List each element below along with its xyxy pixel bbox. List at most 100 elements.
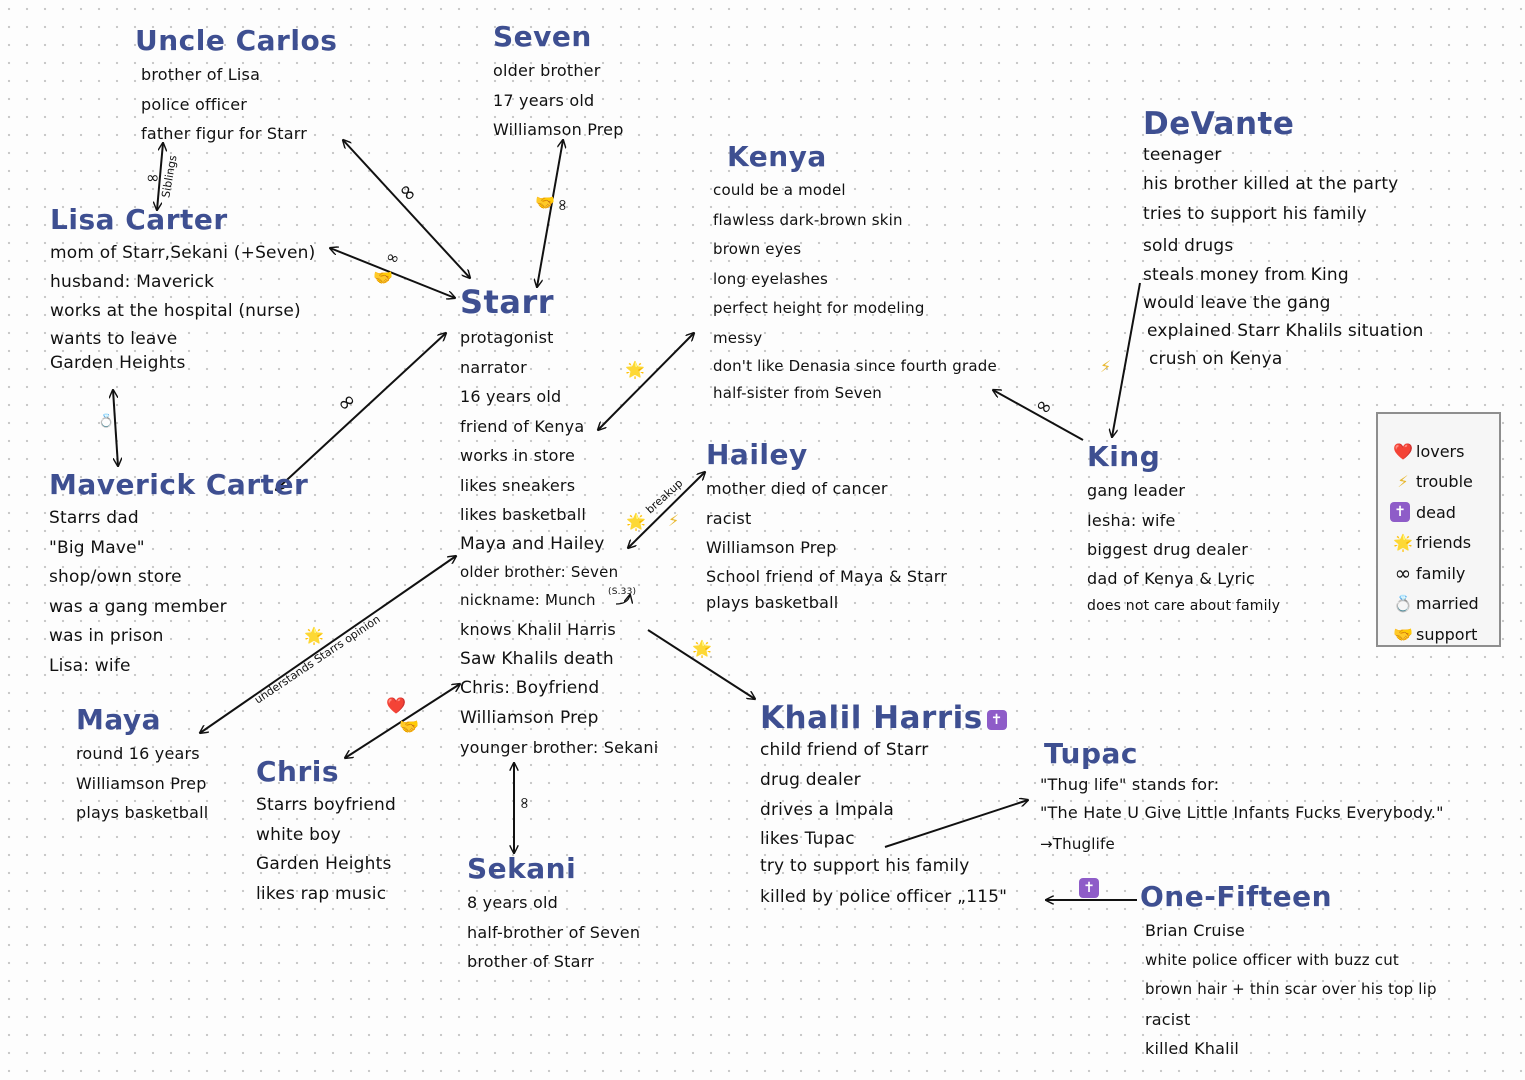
edge-carlos-starr — [343, 140, 470, 278]
node-line: older brother: Seven — [460, 563, 619, 581]
lovers-icon: ❤️ — [386, 696, 406, 715]
node-line: knows Khalil Harris — [460, 620, 616, 639]
dead-icon: ✝ — [1390, 502, 1410, 523]
node-line: Lisa: wife — [49, 655, 131, 676]
node-line: crush on Kenya — [1149, 349, 1283, 369]
node-title: Seven — [493, 20, 592, 53]
edge-maya-starr — [200, 556, 456, 733]
node-line: killed by police officer „115" — [760, 887, 1008, 907]
node-line: Starrs dad — [49, 508, 139, 528]
node-line: drug dealer — [760, 770, 861, 790]
node-line: nickname: Munch — [460, 591, 596, 609]
node-line: 17 years old — [493, 90, 595, 110]
node-title: King — [1087, 440, 1161, 473]
edge-maverick-starr — [276, 333, 446, 490]
node-line: drives a Impala — [760, 800, 895, 820]
node-line: wants to leave — [50, 329, 178, 349]
friends-icon: 🌟 — [626, 512, 646, 531]
node-line: explained Starr Khalils situation — [1147, 321, 1424, 341]
friends-icon: 🌟 — [692, 639, 712, 658]
node-line: police officer — [141, 94, 248, 114]
node-sekani: Sekani 8 years old half-brother of Seven… — [467, 852, 640, 977]
edge-starr-hailey — [628, 472, 705, 548]
node-line: protagonist — [460, 328, 554, 347]
legend-item-married: 💍married — [1390, 589, 1499, 620]
legend-label: friends — [1416, 533, 1472, 553]
node-lisa-carter: Lisa Carter mom of Starr,Sekani (+Seven)… — [50, 203, 315, 374]
legend: ❤️lovers ⚡trouble ✝dead 🌟friends ∞family… — [1376, 412, 1501, 647]
legend-item-family: ∞family — [1390, 558, 1499, 589]
node-line: "Thug life" stands for: — [1040, 775, 1220, 794]
node-line: dad of Kenya & Lyric — [1087, 568, 1256, 588]
node-title: Khalil Harris — [760, 700, 983, 736]
edge-king-kenya — [993, 390, 1084, 441]
node-title: Tupac — [1044, 737, 1138, 770]
legend-label: married — [1416, 594, 1479, 614]
node-uncle-carlos: Uncle Carlos brother of Lisa police offi… — [135, 24, 337, 149]
node-kenya: Kenya could be a model flawless dark-bro… — [713, 140, 997, 406]
node-line: Williamson Prep — [706, 538, 837, 557]
node-maverick-carter: Maverick Carter Starrs dad "Big Mave" sh… — [49, 468, 308, 681]
legend-label: support — [1416, 624, 1478, 644]
node-line: likes basketball — [460, 505, 587, 524]
node-line: Garden Heights — [256, 854, 392, 874]
legend-item-support: 🤝support — [1390, 619, 1499, 650]
node-line: Starrs boyfriend — [256, 795, 396, 815]
munch-note-arrow — [615, 595, 630, 605]
node-line: plays basketball — [706, 592, 839, 612]
trouble-icon: ⚡ — [1100, 357, 1112, 376]
node-title: One-Fifteen — [1140, 880, 1333, 913]
node-starr: Starr protagonist narrator 16 years old … — [460, 283, 658, 763]
node-line: 8 years old — [467, 893, 558, 912]
node-line: brother of Starr — [467, 952, 594, 971]
node-line: racist — [706, 508, 752, 528]
node-line: shop/own store — [49, 567, 182, 587]
node-line: gang leader — [1087, 481, 1186, 500]
node-line: sold drugs — [1143, 236, 1234, 256]
dead-icon: ✝ — [1079, 878, 1099, 898]
married-icon: 💍 — [1393, 594, 1413, 614]
node-devante: DeVante teenager his brother killed at t… — [1143, 107, 1424, 373]
legend-label: trouble — [1416, 472, 1473, 492]
node-line: likes Tupac — [760, 829, 855, 849]
node-line: messy — [713, 328, 763, 347]
node-line: "Big Mave" — [49, 537, 145, 558]
node-chris: Chris Starrs boyfriend white boy Garden … — [256, 755, 396, 909]
node-king: King gang leader Iesha: wife biggest dru… — [1087, 440, 1280, 620]
node-title: Chris — [256, 755, 340, 788]
node-line: biggest drug dealer — [1087, 540, 1249, 559]
node-line: Williamson Prep — [460, 707, 599, 728]
node-line: Brian Cruise — [1145, 921, 1245, 940]
node-line: was a gang member — [49, 596, 227, 617]
node-title: DeVante — [1143, 106, 1295, 142]
node-line: white police officer with buzz cut — [1145, 950, 1399, 969]
support-icon: 🤝 — [1393, 624, 1413, 644]
node-line: father figur for Starr — [141, 124, 307, 143]
edge-chris-starr — [345, 684, 460, 758]
legend-item-trouble: ⚡trouble — [1390, 467, 1499, 498]
node-title: Uncle Carlos — [135, 24, 338, 57]
node-line: his brother killed at the party — [1143, 173, 1399, 194]
friends-icon: 🌟 — [304, 626, 324, 645]
support-icon: 🤝 — [535, 193, 555, 212]
node-title: Hailey — [706, 438, 808, 471]
married-icon: 💍 — [98, 414, 115, 429]
node-line: narrator — [460, 357, 527, 377]
node-line: brother of Lisa — [141, 65, 261, 84]
node-line: 16 years old — [460, 387, 562, 406]
node-line: flawless dark-brown skin — [713, 210, 903, 229]
node-line: racist — [1145, 1009, 1191, 1029]
family-icon: ∞ — [146, 168, 160, 187]
node-line: steals money from King — [1143, 265, 1349, 285]
node-line: could be a model — [713, 181, 846, 199]
family-icon: ∞ — [553, 198, 573, 212]
node-line: Williamson Prep — [76, 773, 207, 793]
node-line: was in prison — [49, 626, 164, 646]
family-icon: ∞ — [515, 796, 535, 810]
node-tupac: Tupac "Thug life" stands for: "The Hate … — [1040, 737, 1444, 860]
node-line: older brother — [493, 61, 601, 80]
legend-label: lovers — [1416, 441, 1465, 461]
node-line: plays basketball — [76, 803, 209, 822]
page-note: (S.33) — [608, 587, 637, 597]
node-line: Maya and Hailey — [460, 533, 605, 554]
